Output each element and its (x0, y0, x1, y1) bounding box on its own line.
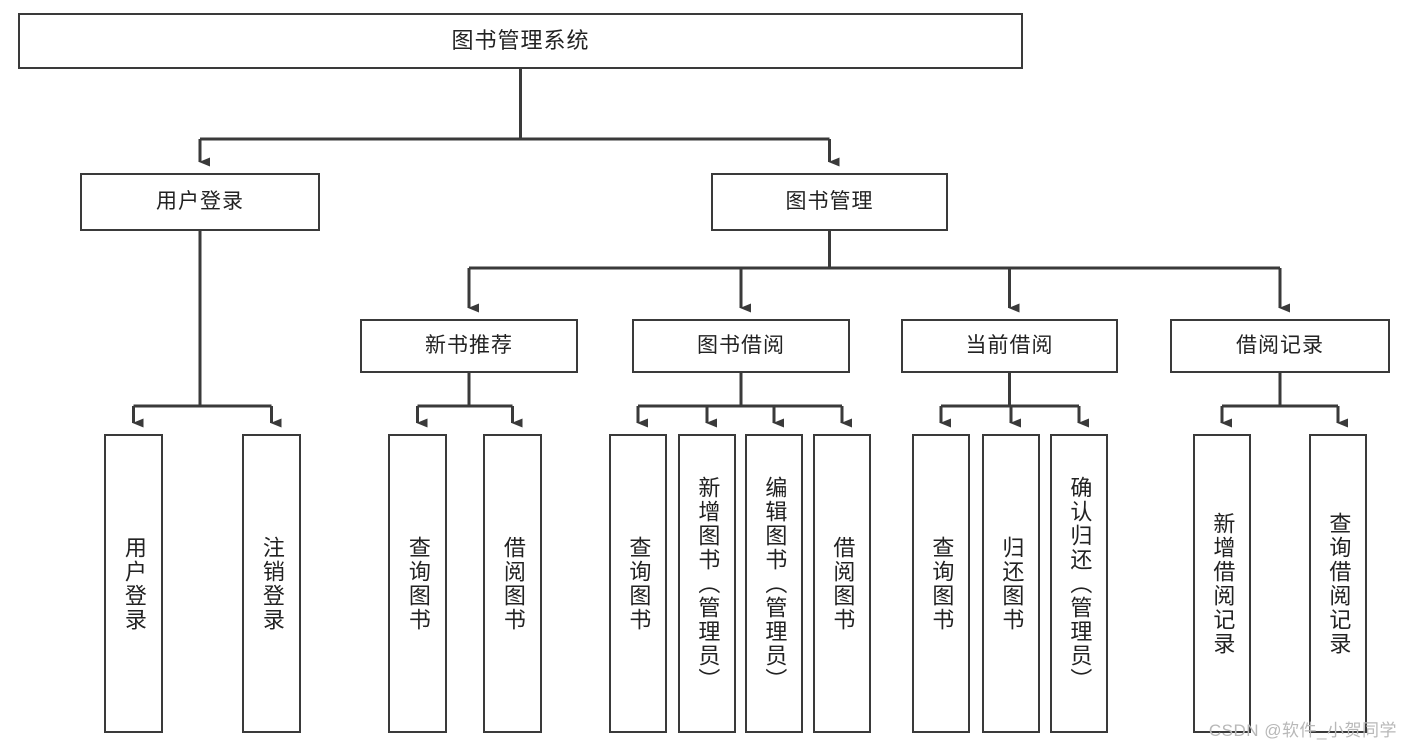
leaf-logout-login[interactable]: 注销登录 (242, 434, 301, 733)
leaf-borrow-book[interactable]: 借阅图书 (813, 434, 871, 733)
leaf-query-book-current[interactable]: 查询图书 (912, 434, 970, 733)
leaf-edit-book-admin[interactable]: 编辑图书（管理员） (745, 434, 803, 733)
node-new-book-recommend[interactable]: 新书推荐 (360, 319, 578, 373)
leaf-query-book-recommend[interactable]: 查询图书 (388, 434, 447, 733)
leaf-borrow-book-recommend[interactable]: 借阅图书 (483, 434, 542, 733)
node-current-borrow[interactable]: 当前借阅 (901, 319, 1118, 373)
leaf-return-book[interactable]: 归还图书 (982, 434, 1040, 733)
leaf-confirm-return-admin[interactable]: 确认归还（管理员） (1050, 434, 1108, 733)
leaf-query-borrow-record[interactable]: 查询借阅记录 (1309, 434, 1367, 733)
leaf-user-login[interactable]: 用户登录 (104, 434, 163, 733)
node-book-manage[interactable]: 图书管理 (711, 173, 948, 231)
node-book-borrow[interactable]: 图书借阅 (632, 319, 850, 373)
node-root[interactable]: 图书管理系统 (18, 13, 1023, 69)
leaf-query-book-borrow[interactable]: 查询图书 (609, 434, 667, 733)
node-user-login[interactable]: 用户登录 (80, 173, 320, 231)
node-borrow-record[interactable]: 借阅记录 (1170, 319, 1390, 373)
watermark-text: CSDN @软件_小贺同学 (1208, 721, 1397, 740)
leaf-add-borrow-record[interactable]: 新增借阅记录 (1193, 434, 1251, 733)
leaf-add-book-admin[interactable]: 新增图书（管理员） (678, 434, 736, 733)
